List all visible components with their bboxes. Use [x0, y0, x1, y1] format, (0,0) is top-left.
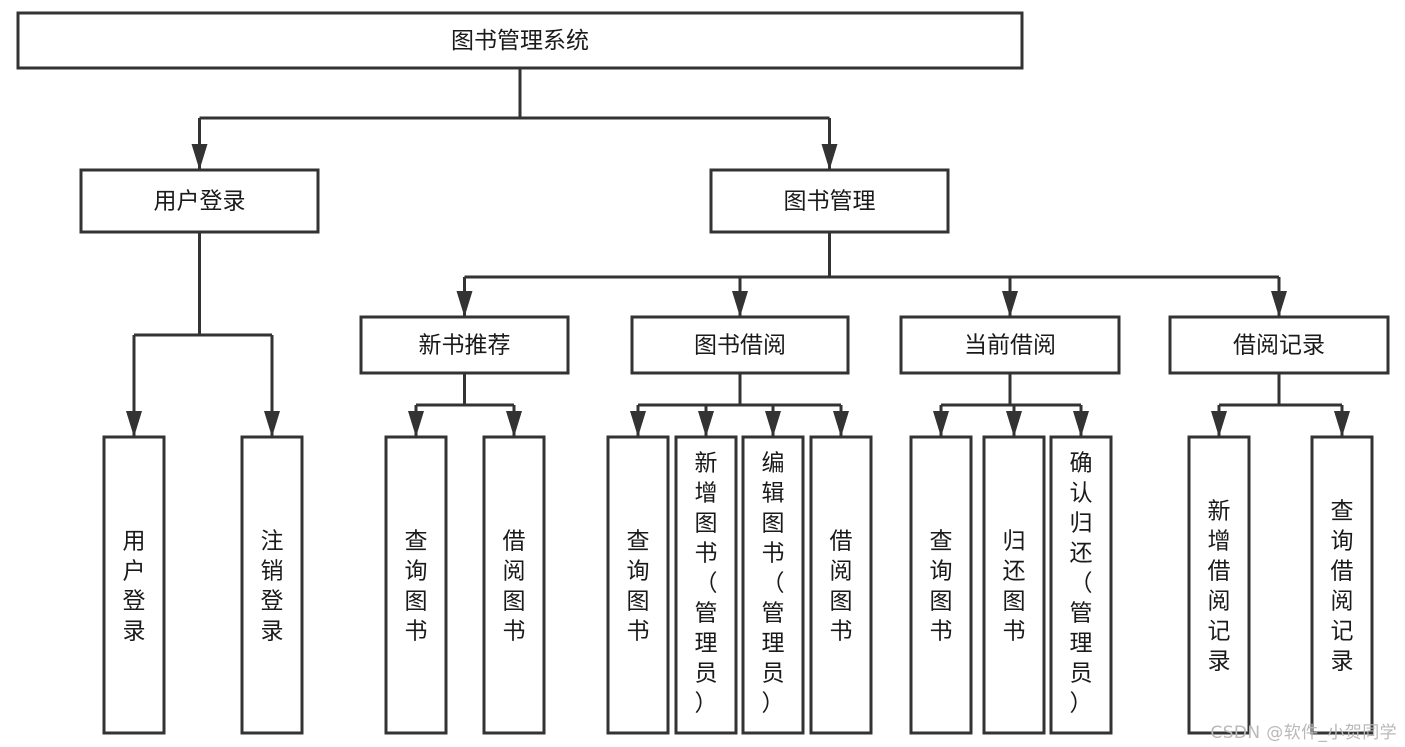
node-leaf-borrow-book-1[interactable]: 借阅图书 [482, 435, 546, 735]
node-box[interactable] [630, 315, 850, 375]
node-label: 借阅记录 [1233, 333, 1325, 359]
node-box[interactable] [16, 11, 1024, 70]
arrowhead [933, 411, 949, 437]
node-label: 查询图书 [627, 528, 650, 644]
node-label: 注销登录 [261, 528, 284, 644]
arrowhead [1271, 291, 1287, 317]
arrowhead [1006, 411, 1022, 437]
node-box[interactable] [741, 435, 805, 735]
node-box[interactable] [809, 435, 873, 735]
node-box[interactable] [359, 315, 570, 375]
arrowhead [765, 411, 781, 437]
node-leaf-add-borrow-record[interactable]: 新增借阅记录 [1187, 435, 1251, 735]
node-label: 借阅图书 [830, 528, 853, 644]
node-user-login[interactable]: 用户登录 [79, 168, 320, 234]
node-box[interactable] [240, 435, 304, 735]
node-label: 图书管理系统 [451, 28, 589, 54]
node-box[interactable] [1310, 435, 1374, 735]
arrowhead [456, 291, 473, 317]
arrowhead [698, 411, 714, 437]
node-leaf-borrow-book-2[interactable]: 借阅图书 [809, 435, 873, 735]
node-label: 图书管理 [784, 189, 876, 215]
node-label: 新增借阅记录 [1208, 498, 1231, 674]
node-borrow-record[interactable]: 借阅记录 [1168, 315, 1390, 375]
arrowhead [1002, 291, 1018, 317]
node-box[interactable] [102, 435, 166, 735]
node-box[interactable] [674, 435, 738, 735]
node-leaf-user-logout[interactable]: 注销登录 [240, 435, 304, 735]
node-boxes: 图书管理系统用户登录图书管理新书推荐图书借阅当前借阅借阅记录用户登录注销登录查询… [16, 11, 1390, 735]
node-box[interactable] [606, 435, 670, 735]
node-leaf-add-book[interactable]: 新增图书（管理员） [674, 435, 738, 735]
node-leaf-user-login[interactable]: 用户登录 [102, 435, 166, 735]
connector-edges [126, 68, 1350, 437]
node-leaf-return-book[interactable]: 归还图书 [982, 435, 1046, 735]
node-box[interactable] [482, 435, 546, 735]
node-book-borrow[interactable]: 图书借阅 [630, 315, 850, 375]
node-box[interactable] [1168, 315, 1390, 375]
node-box[interactable] [79, 168, 320, 234]
node-label: 新增图书（管理员） [695, 450, 718, 716]
node-book-management[interactable]: 图书管理 [709, 168, 950, 234]
arrowhead [126, 411, 142, 437]
node-label: 用户登录 [154, 189, 246, 215]
arrowhead [1073, 411, 1089, 437]
node-new-book-recommend[interactable]: 新书推荐 [359, 315, 570, 375]
node-label: 归还图书 [1003, 528, 1026, 644]
node-root[interactable]: 图书管理系统 [16, 11, 1024, 70]
node-box[interactable] [384, 435, 448, 735]
node-leaf-query-borrow-record[interactable]: 查询借阅记录 [1310, 435, 1374, 735]
node-box[interactable] [982, 435, 1046, 735]
node-label: 编辑图书（管理员） [762, 450, 785, 716]
node-label: 用户登录 [123, 528, 146, 644]
arrowhead [833, 411, 849, 437]
node-label: 新书推荐 [419, 333, 511, 359]
node-leaf-confirm-return[interactable]: 确认归还（管理员） [1049, 435, 1113, 735]
node-label: 图书借阅 [694, 333, 786, 359]
node-label: 确认归还（管理员） [1070, 450, 1093, 716]
node-label: 查询图书 [405, 528, 428, 644]
node-label: 查询借阅记录 [1331, 498, 1354, 674]
arrowhead [1211, 411, 1227, 437]
node-leaf-query-book-1[interactable]: 查询图书 [384, 435, 448, 735]
node-leaf-query-book-3[interactable]: 查询图书 [909, 435, 973, 735]
arrowhead [264, 411, 280, 437]
node-label: 查询图书 [930, 528, 953, 644]
arrowhead [630, 411, 646, 437]
arrowhead [506, 411, 522, 437]
node-box[interactable] [709, 168, 950, 234]
node-label: 借阅图书 [503, 528, 526, 644]
node-leaf-query-book-2[interactable]: 查询图书 [606, 435, 670, 735]
node-leaf-edit-book[interactable]: 编辑图书（管理员） [741, 435, 805, 735]
node-current-borrow[interactable]: 当前借阅 [899, 315, 1121, 375]
arrowhead [821, 144, 838, 170]
arrowhead [1334, 411, 1350, 437]
node-label: 当前借阅 [964, 333, 1056, 359]
node-box[interactable] [1049, 435, 1113, 735]
node-box[interactable] [899, 315, 1121, 375]
node-box[interactable] [909, 435, 973, 735]
arrowhead [732, 291, 748, 317]
arrowhead [191, 144, 208, 170]
arrowhead [408, 411, 424, 437]
node-box[interactable] [1187, 435, 1251, 735]
